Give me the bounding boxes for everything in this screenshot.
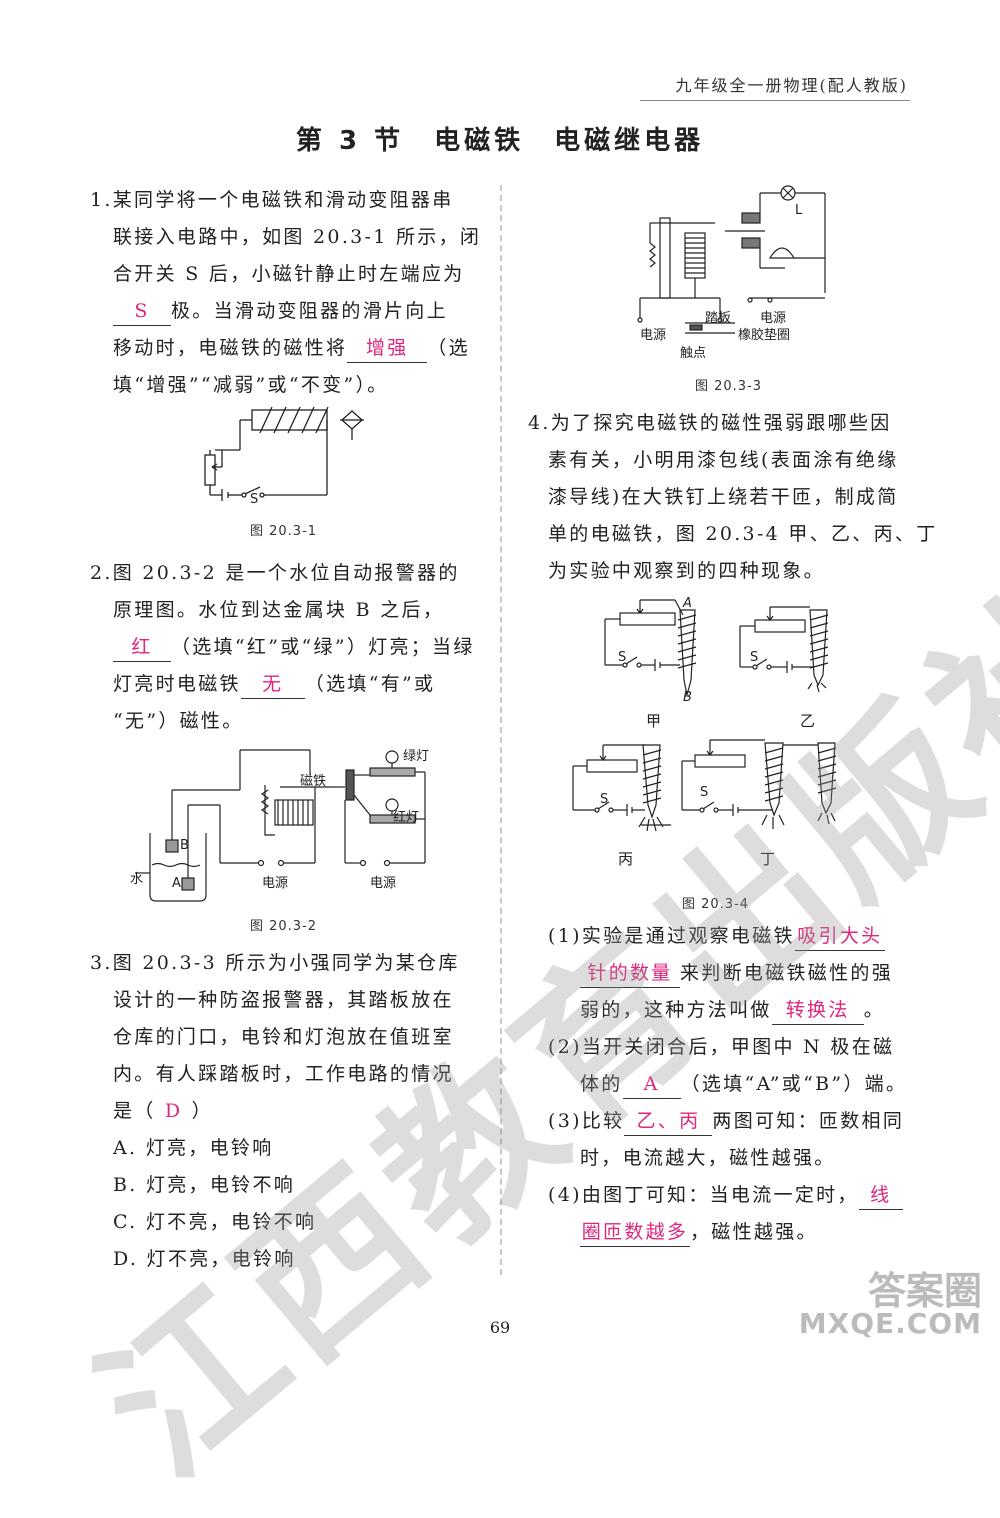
q1-line-3: 合开关 S 后，小磁针静止时左端应为 xyxy=(113,263,465,285)
site-logo-top: 答案圈 xyxy=(867,1269,982,1313)
figure-20-3-4 xyxy=(572,599,837,832)
q2-power-label-2: 电源 xyxy=(370,876,397,891)
site-logo: 答案圈 MXQE.COM xyxy=(799,1260,982,1340)
q4-part1-answer-2: 针的数量 xyxy=(580,959,680,988)
q4-part4-line-2: 圈匝数越多，磁性越强。 xyxy=(580,1214,818,1250)
q4-part1-line-3: 弱的，这种方法叫做转换法。 xyxy=(580,992,885,1028)
q4-part3-line-1: (3)比较乙、丙两图可知：匝数相同 xyxy=(548,1103,904,1139)
q2-block-a-label: A xyxy=(172,876,181,891)
q1-answer-1: S xyxy=(113,297,171,326)
q4-line-5: 为实验中观察到的四种现象。 xyxy=(548,560,825,582)
q3-option-d: D. 灯不亮，电铃响 xyxy=(113,1248,296,1270)
q4-line-2: 素有关，小明用漆包线(表面涂有绝缘 xyxy=(548,449,899,471)
q3-answer: D xyxy=(164,1100,183,1122)
q1-line-6: 填“增强”“减弱”或“不变”）。 xyxy=(113,374,389,396)
q4-part2-line-1: (2)当开关闭合后，甲图中 N 极在磁 xyxy=(548,1036,895,1058)
q3-contact-label: 触点 xyxy=(680,346,707,361)
q4-fig-yi-label: 乙 xyxy=(800,712,816,730)
q1-line-1: 1.某同学将一个电磁铁和滑动变阻器串 xyxy=(90,189,454,211)
q2-line-1: 2.图 20.3-2 是一个水位自动报警器的 xyxy=(90,562,460,584)
figure-20-3-1-caption: 图 20.3-1 xyxy=(250,524,318,539)
q1-answer-2: 增强 xyxy=(347,334,428,363)
q3-option-c: C. 灯不亮，电铃不响 xyxy=(113,1211,317,1233)
q3-pedal-label: 踏板 xyxy=(705,311,732,326)
header-rule xyxy=(640,100,910,101)
page-number: 69 xyxy=(489,1318,511,1337)
figure-20-3-2-caption: 图 20.3-2 xyxy=(250,919,318,934)
figure-20-3-2 xyxy=(135,749,426,902)
q4-part1-line-2: 针的数量来判断电磁铁磁性的强 xyxy=(580,955,893,991)
q4-part1-answer-1: 吸引大头 xyxy=(794,922,885,951)
q3-power-right-label: 电源 xyxy=(760,311,787,326)
q4-part4-answer-2: 圈匝数越多 xyxy=(580,1218,690,1247)
page-header: 九年级全一册物理(配人教版) xyxy=(675,76,908,95)
q1-line-2: 联接入电路中，如图 20.3-1 所示，闭 xyxy=(113,226,482,248)
q4-line-4: 单的电磁铁，图 20.3-4 甲、乙、丙、丁 xyxy=(548,523,938,545)
q3-rubber-label: 橡胶垫圈 xyxy=(738,328,791,343)
q1-line-5: 移动时，电磁铁的磁性将增强（选 xyxy=(113,330,470,366)
q3-line-3: 仓库的门口，电铃和灯泡放在值班室 xyxy=(113,1026,454,1048)
q4-switch-label-yi: S xyxy=(750,650,759,665)
site-logo-bottom: MXQE.COM xyxy=(798,1307,982,1340)
figure-20-3-3 xyxy=(637,185,826,334)
section-title: 第 3 节 电磁铁 电磁继电器 xyxy=(295,126,705,156)
q3-lamp-label: L xyxy=(795,203,803,218)
q4-fig-bing-label: 丙 xyxy=(618,850,634,868)
q4-part4-answer-1: 线 xyxy=(858,1181,903,1210)
q2-line-3: 红（选填“红”或“绿”）灯亮；当绿 xyxy=(113,629,475,665)
figure-20-3-1 xyxy=(204,406,364,501)
q3-line-4: 内。有人踩踏板时，工作电路的情况 xyxy=(113,1063,454,1085)
q3-line-1: 3.图 20.3-3 所示为小强同学为某仓库 xyxy=(90,952,460,974)
q3-line-5: 是（D） xyxy=(113,1093,213,1129)
q4-end-b-label: B xyxy=(683,690,692,705)
q4-part1-line-1: (1)实验是通过观察电磁铁吸引大头 xyxy=(548,918,885,954)
q2-line-5: “无”）磁性。 xyxy=(113,710,244,732)
q4-switch-label-ding: S xyxy=(700,785,709,800)
q2-power-label-1: 电源 xyxy=(262,876,289,891)
q4-part1-answer-3: 转换法 xyxy=(771,996,864,1025)
q4-line-3: 漆导线)在大铁钉上绕若干匝，制成简 xyxy=(548,486,899,508)
q2-water-label: 水 xyxy=(130,872,144,887)
q2-block-b-label: B xyxy=(180,838,189,853)
q4-part3-answer: 乙、丙 xyxy=(624,1107,713,1136)
q2-answer-2: 无 xyxy=(240,670,305,699)
figure-20-3-4-caption: 图 20.3-4 xyxy=(682,897,750,912)
q1-switch-label: S xyxy=(250,492,259,507)
q2-green-lamp-label: 绿灯 xyxy=(403,749,430,764)
q4-fig-ding-label: 丁 xyxy=(760,850,776,868)
q4-line-1: 4.为了探究电磁铁的磁性强弱跟哪些因 xyxy=(528,412,892,434)
q4-part2-answer: A xyxy=(622,1070,681,1099)
q2-red-lamp-label: 红灯 xyxy=(393,810,420,825)
q4-switch-label-bing: S xyxy=(600,792,609,807)
q3-power-left-label: 电源 xyxy=(640,328,667,343)
q2-line-2: 原理图。水位到达金属块 B 之后， xyxy=(113,599,445,621)
q4-end-a-label: A xyxy=(683,596,692,611)
q4-part4-line-1: (4)由图丁可知：当电流一定时，线 xyxy=(548,1177,903,1213)
q2-answer-1: 红 xyxy=(113,633,171,662)
column-divider xyxy=(500,185,502,1275)
q2-magnet-label: 磁铁 xyxy=(300,774,327,789)
q4-part3-line-2: 时，电流越大，磁性越强。 xyxy=(580,1147,836,1169)
q3-option-a: A. 灯亮，电铃响 xyxy=(113,1137,274,1159)
q4-switch-label-jia: S xyxy=(618,650,627,665)
q4-fig-jia-label: 甲 xyxy=(646,712,662,730)
q3-option-b: B. 灯亮，电铃不响 xyxy=(113,1174,296,1196)
q3-line-2: 设计的一种防盗报警器，其踏板放在 xyxy=(113,989,454,1011)
figure-20-3-3-caption: 图 20.3-3 xyxy=(695,379,763,394)
q2-line-4: 灯亮时电磁铁无（选填“有”或 xyxy=(113,666,435,702)
